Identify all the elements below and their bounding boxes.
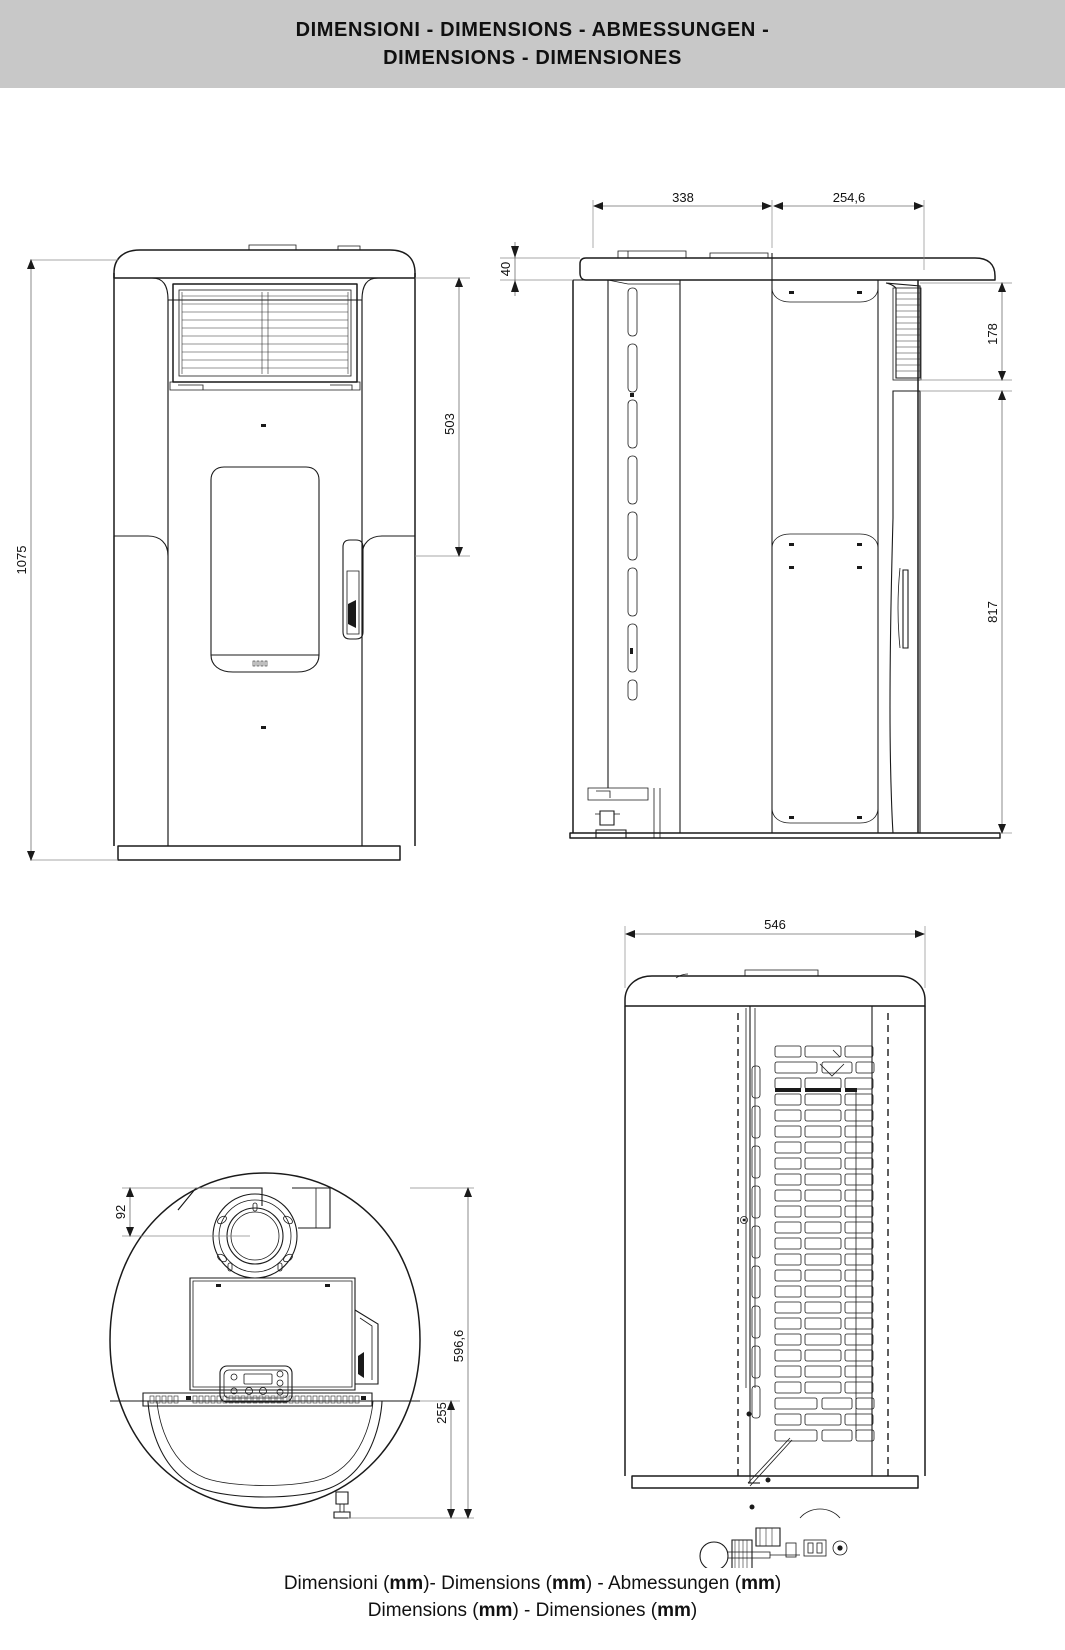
dimension-side-height-817: 817	[920, 390, 1012, 834]
rear-view: 546	[624, 917, 926, 1568]
dimension-label-178: 178	[985, 323, 1000, 345]
dimension-label-503: 503	[442, 413, 457, 435]
dimension-top-front-255: 255	[420, 1400, 460, 1519]
dimension-side-depth-338: 338	[592, 190, 773, 248]
dimension-label-255: 255	[434, 1402, 449, 1424]
footer-line-2: Dimensions (mm) - Dimensiones (mm)	[0, 1597, 1065, 1624]
dimension-side-lid-40: 40	[498, 242, 580, 296]
footer-caption: Dimensioni (mm)- Dimensions (mm) - Abmes…	[0, 1570, 1065, 1624]
footer-l1-p4: ) - Abmessungen (	[585, 1573, 742, 1594]
dimension-label-546: 546	[764, 917, 786, 932]
footer-l2-p2: ) - Dimensiones (	[512, 1600, 658, 1621]
footer-l2-unit-1: mm	[478, 1600, 513, 1621]
front-view: 1075 503	[14, 244, 470, 861]
dimension-label-254-6: 254,6	[833, 190, 866, 205]
dimension-label-338: 338	[672, 190, 694, 205]
footer-l1-unit-3: mm	[741, 1573, 775, 1594]
footer-l1-p2: )- Dimensions (	[423, 1573, 553, 1594]
dimension-label-1075: 1075	[14, 546, 29, 575]
dimension-top-depth-5966: 596,6	[348, 1187, 474, 1519]
header-title-line1: DIMENSIONI - DIMENSIONS - ABMESSUNGEN -	[295, 19, 770, 41]
footer-l1-p0: Dimensioni (	[283, 1573, 390, 1594]
footer-l2-p0: Dimensions (	[367, 1600, 479, 1621]
footer-line-1: Dimensioni (mm)- Dimensions (mm) - Abmes…	[0, 1570, 1065, 1597]
side-view: 338 254,6 40 178 817	[498, 190, 1012, 839]
technical-drawing-canvas: .ol {fill:none;stroke:#1a1a1a;stroke-wid…	[0, 88, 1065, 1568]
footer-l1-unit-2: mm	[552, 1573, 586, 1594]
footer-l1-unit-1: mm	[389, 1573, 424, 1594]
dimension-label-596-6: 596,6	[451, 1330, 466, 1363]
dimension-rear-width-546: 546	[624, 917, 926, 988]
dimension-front-height-total: 1075	[14, 259, 118, 861]
dimension-top-flue-92: 92	[113, 1187, 250, 1237]
dimension-label-817: 817	[985, 601, 1000, 623]
dimension-side-grille-178: 178	[920, 282, 1012, 381]
dimension-label-92: 92	[113, 1205, 128, 1219]
footer-l2-unit-2: mm	[657, 1600, 691, 1621]
dimension-side-depth-2546: 254,6	[773, 190, 925, 270]
footer-l2-p4: )	[690, 1600, 698, 1621]
header-title-line2: DIMENSIONS - DIMENSIONES	[383, 47, 682, 69]
page-header-banner: DIMENSIONI - DIMENSIONS - ABMESSUNGEN - …	[0, 0, 1065, 88]
dimension-label-40: 40	[498, 262, 513, 276]
dimension-front-height-503: 503	[415, 277, 470, 557]
footer-l1-p6: )	[774, 1573, 782, 1594]
top-view: 92 596,6 255	[109, 1172, 474, 1519]
